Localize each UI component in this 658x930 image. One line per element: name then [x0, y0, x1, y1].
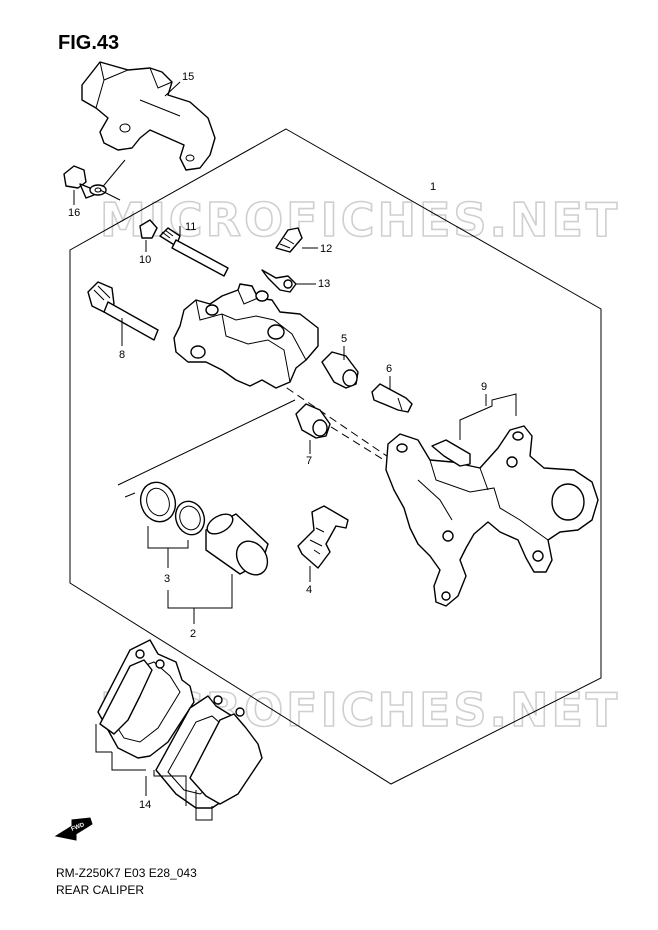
- callout-16: 16: [68, 207, 80, 219]
- fwd-arrow-icon: FWD: [54, 817, 93, 841]
- caliper-body-part: [173, 283, 319, 389]
- callout-7: 7: [306, 455, 312, 467]
- pin-8-part: [87, 281, 159, 346]
- cap-10-part: [139, 219, 158, 252]
- caliper-guard-part: [81, 61, 216, 171]
- callout-11: 11: [185, 221, 196, 233]
- callout-4: 4: [306, 584, 312, 596]
- callout-14: 14: [139, 799, 151, 811]
- figure-subtitle: REAR CALIPER: [56, 883, 145, 897]
- bolt-16-part: [63, 165, 121, 205]
- figure-code: RM-Z250K7 E03 E28_043: [56, 866, 197, 880]
- caliper-bracket-part: [385, 393, 599, 607]
- callout-1: 1: [430, 181, 436, 193]
- callout-15: 15: [182, 71, 194, 83]
- bleeder-cap-part: [261, 269, 316, 293]
- callout-6: 6: [386, 363, 392, 375]
- callout-3: 3: [164, 573, 170, 585]
- pin-11-part: [159, 226, 229, 277]
- callout-10: 10: [139, 254, 151, 266]
- fwd-label: FWD: [71, 822, 87, 833]
- callout-9: 9: [481, 381, 487, 393]
- bolt-6-part: [371, 376, 413, 413]
- boot-5-part: [321, 346, 359, 389]
- assembly-outline: [69, 128, 602, 785]
- brake-pads-part: [95, 639, 263, 821]
- callout-13: 13: [318, 278, 330, 290]
- piston-part: [205, 513, 269, 576]
- callout-labels: 15 16 1 11 12 10 13 5 8 6 9 7 3 4 2 14: [68, 71, 487, 811]
- callout-5: 5: [341, 333, 347, 345]
- pad-spring-part: [297, 505, 349, 582]
- callout-8: 8: [119, 349, 125, 361]
- callout-12: 12: [320, 243, 332, 255]
- seal-rings-part: [139, 481, 233, 624]
- watermark-top: MICROFICHES.NET: [100, 193, 620, 247]
- callout-2: 2: [190, 628, 196, 640]
- bleeder-valve-part: [275, 227, 318, 253]
- boot-7-part: [295, 403, 331, 454]
- figure-title: FIG.43: [58, 32, 120, 54]
